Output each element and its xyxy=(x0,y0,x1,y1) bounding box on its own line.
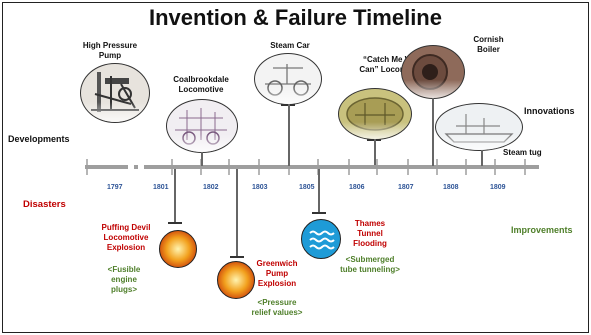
improvement-label: <Submerged tube tunneling> xyxy=(340,255,400,275)
year-label: 1806 xyxy=(349,184,365,191)
year-label: 1808 xyxy=(443,184,459,191)
improvement-label: <Fusible engine plugs> xyxy=(98,265,150,295)
development-label: Coalbrookdale Locomotive xyxy=(161,75,241,95)
pump-engraving-icon xyxy=(80,63,150,123)
development-label: Steam Car xyxy=(255,41,325,51)
disaster-label: Greenwich Pump Explosion xyxy=(249,259,305,289)
year-label: 1802 xyxy=(203,184,219,191)
locomotive-photo-icon xyxy=(338,88,412,140)
development-label: Steam tug xyxy=(503,148,563,158)
boiler-photo-icon xyxy=(401,45,465,99)
year-label: 1805 xyxy=(299,184,315,191)
steam-tug-sketch-icon xyxy=(435,103,523,151)
water-waves-icon xyxy=(301,219,341,259)
year-label: 1809 xyxy=(490,184,506,191)
year-label: 1803 xyxy=(252,184,268,191)
disaster-label: Thames Tunnel Flooding xyxy=(345,219,395,249)
explosion-icon xyxy=(159,230,197,268)
development-label: Cornish Boiler xyxy=(461,35,516,55)
year-label: 1797 xyxy=(107,184,123,191)
year-label: 1801 xyxy=(153,184,169,191)
disaster-label: Puffing Devil Locomotive Explosion xyxy=(93,223,159,253)
improvement-label: <Pressure relief values> xyxy=(249,298,305,318)
locomotive-sketch-icon xyxy=(166,99,238,153)
year-label: 1807 xyxy=(398,184,414,191)
development-label: High Pressure Pump xyxy=(75,41,145,61)
steam-car-sketch-icon xyxy=(254,53,322,105)
